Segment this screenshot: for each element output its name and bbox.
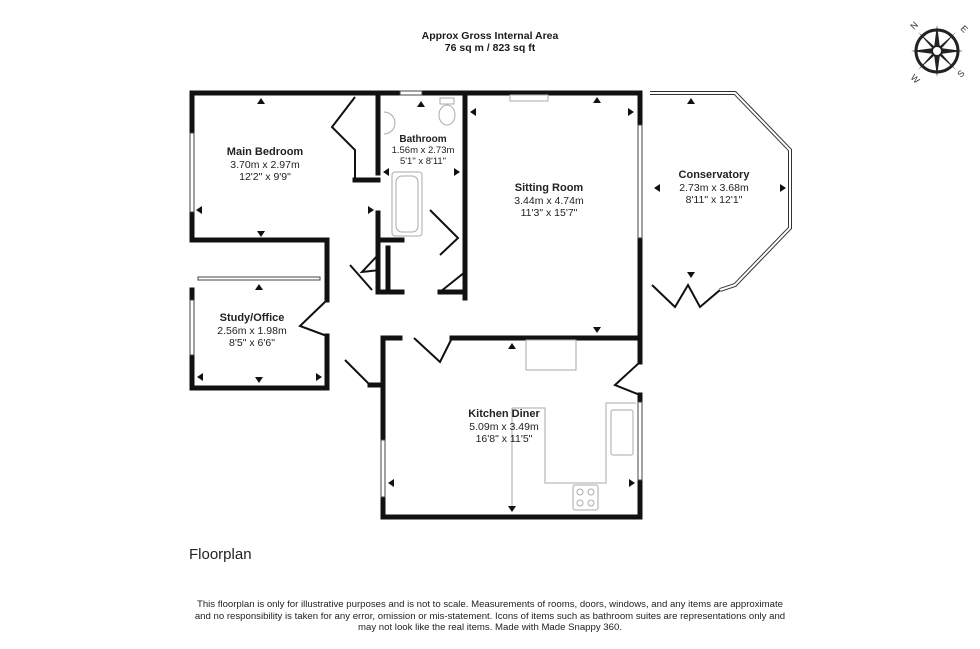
toilet-icon [438, 104, 456, 126]
hall-door-lower [344, 359, 371, 386]
room-name: Conservatory [678, 169, 750, 181]
window-bedroom [189, 132, 195, 213]
room-name: Bathroom [399, 134, 447, 145]
disclaimer-line-2: and no responsibility is taken for any e… [194, 610, 786, 622]
compass-s: S [955, 68, 966, 79]
bathroom-door [429, 209, 460, 256]
room-name: Study/Office [219, 312, 285, 324]
room-imperial: 16'8" x 11'5" [475, 433, 533, 445]
room-imperial: 12'2" x 9'9" [239, 171, 291, 183]
bedroom-wardrobe-door [330, 96, 356, 180]
room-sitting-room: Sitting Room 3.44m x 4.74m 11'3" x 15'7" [514, 182, 583, 220]
sink-icon [610, 409, 634, 456]
window-kitchen-left [380, 439, 386, 498]
room-conservatory: Conservatory 2.73m x 3.68m 8'11" x 12'1" [679, 169, 750, 207]
fireplace-icon [509, 94, 549, 102]
window-kitchen-right [637, 401, 643, 481]
room-kitchen-diner: Kitchen Diner 5.09m x 3.49m 16'8" x 11'5… [468, 408, 540, 446]
sitting-door [439, 271, 466, 293]
floor-label: Floorplan [189, 546, 252, 563]
window-bathroom [399, 90, 423, 96]
room-metric: 2.56m x 1.98m [217, 324, 287, 337]
room-name: Kitchen Diner [468, 408, 540, 420]
study-wardrobe-door [197, 276, 321, 281]
area-value: 76 sq m / 823 sq ft [444, 42, 536, 54]
room-name: Main Bedroom [226, 146, 304, 158]
room-main-bedroom: Main Bedroom 3.70m x 2.97m 12'2" x 9'9" [227, 146, 303, 184]
window-sitting-conservatory [637, 124, 643, 239]
room-imperial: 8'5" x 6'6" [229, 337, 275, 349]
disclaimer-line-1: This floorplan is only for illustrative … [196, 599, 784, 610]
room-metric: 1.56m x 2.73m [391, 145, 455, 156]
compass-n: N [908, 20, 920, 32]
disclaimer: This floorplan is only for illustrative … [190, 599, 790, 634]
kitchen-counter [512, 402, 636, 484]
room-metric: 3.70m x 2.97m [230, 158, 300, 171]
area-header: Approx Gross Internal Area 76 sq m / 823… [0, 30, 980, 54]
window-study [189, 299, 195, 356]
room-study-office: Study/Office 2.56m x 1.98m 8'5" x 6'6" [217, 312, 286, 350]
wall-main-bedroom [189, 90, 381, 176]
compass-rose-icon: N E S W [908, 20, 970, 86]
kitchen-hob-area [525, 339, 577, 371]
conservatory-doors [651, 282, 721, 309]
room-metric: 5.09m x 3.49m [469, 420, 539, 433]
room-metric: 3.44m x 4.74m [514, 194, 584, 207]
kitchen-door [413, 337, 453, 364]
basin-icon [383, 111, 396, 135]
hall-door-upper [349, 264, 373, 291]
room-imperial: 8'11" x 12'1" [685, 194, 743, 206]
room-metric: 2.73m x 3.68m [679, 181, 749, 194]
room-bathroom: Bathroom 1.56m x 2.73m 5'1" x 8'11" [392, 134, 455, 167]
study-door [298, 299, 328, 337]
compass-e: E [959, 23, 970, 34]
area-title: Approx Gross Internal Area [421, 30, 559, 42]
room-imperial: 11'3" x 15'7" [520, 207, 578, 219]
room-name: Sitting Room [514, 182, 584, 194]
kitchen-side-door [613, 361, 641, 396]
bathtub-icon [391, 171, 423, 237]
room-imperial: 5'1" x 8'11" [399, 156, 447, 167]
disclaimer-line-3: may not look like the real items. Made w… [358, 622, 622, 634]
hob-icon [572, 484, 599, 511]
